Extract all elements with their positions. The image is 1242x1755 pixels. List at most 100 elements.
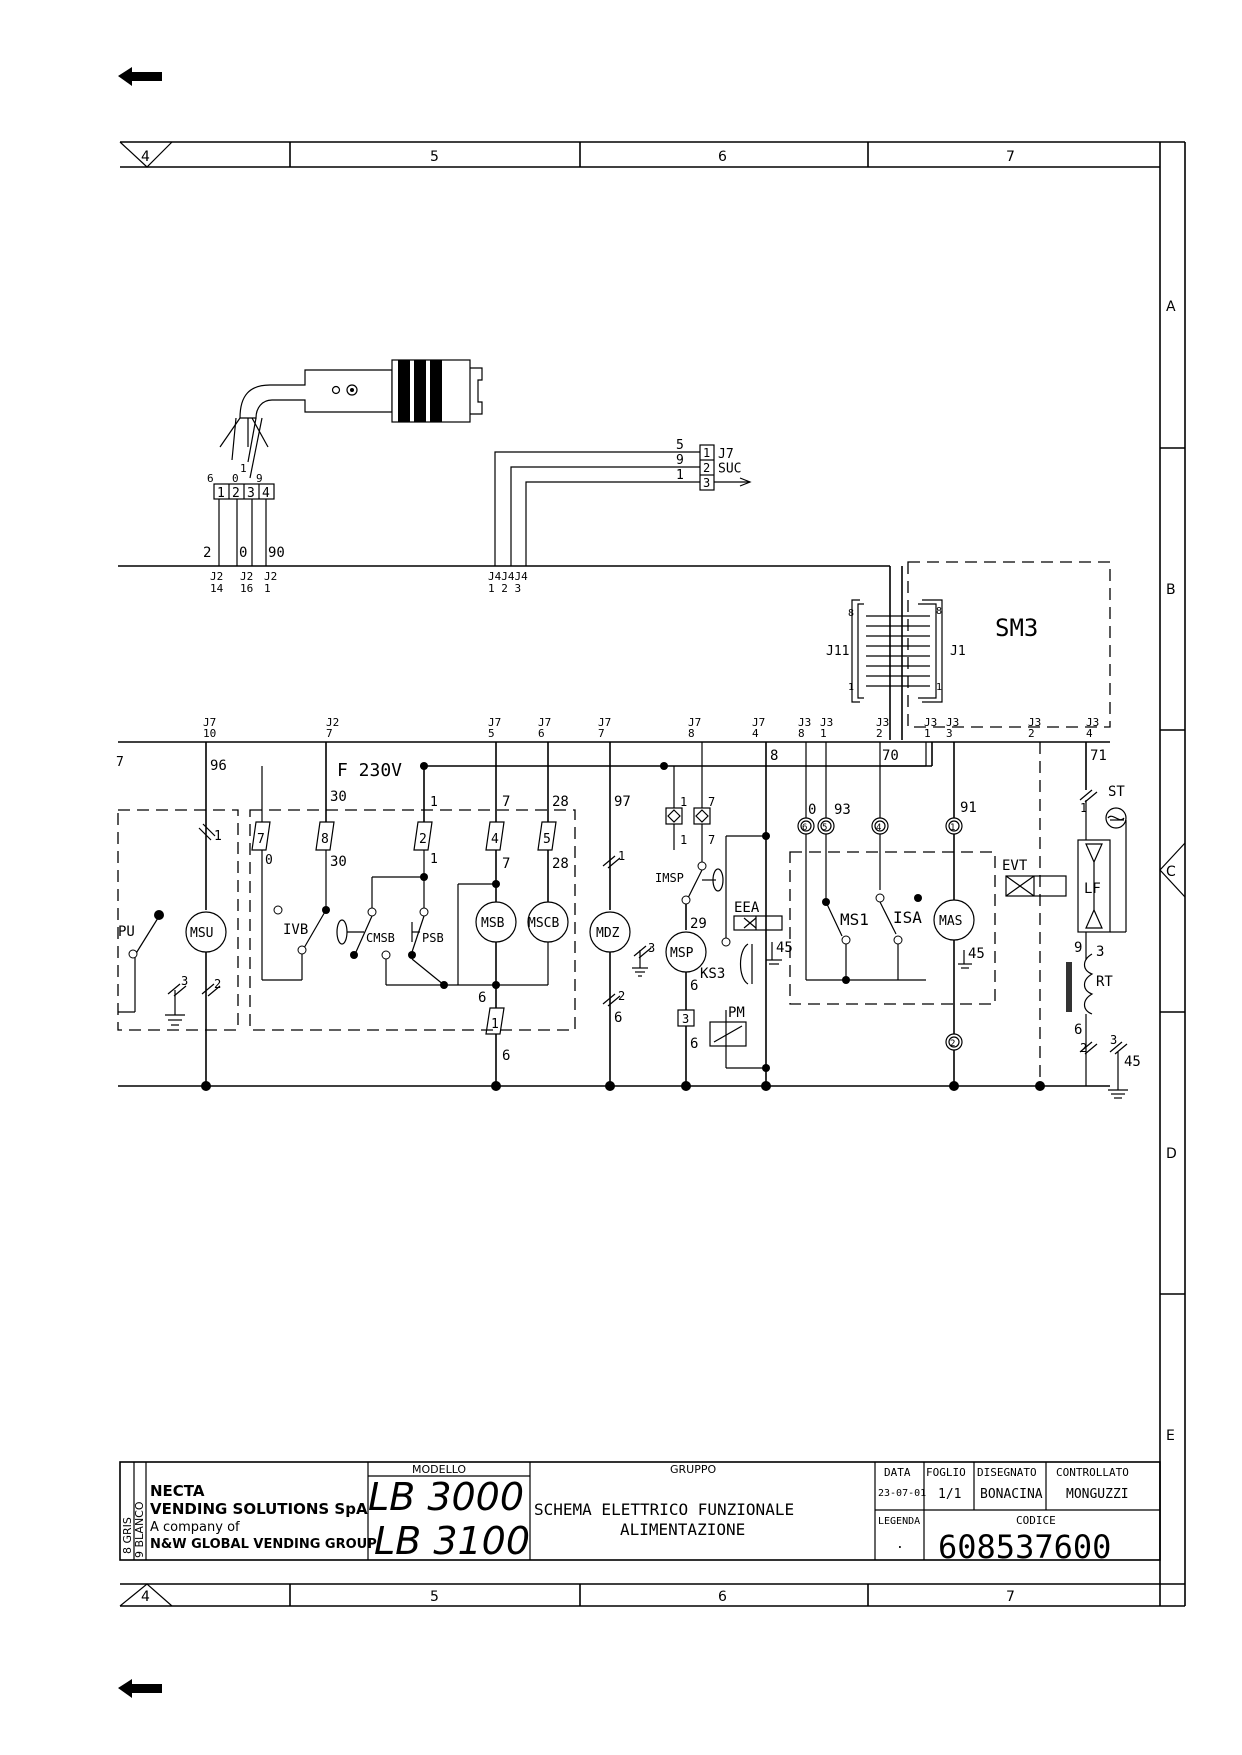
svg-text:3: 3 — [946, 727, 953, 740]
sensor-wires: 2 0 90 — [203, 499, 285, 566]
column-label-7: 7 — [1006, 1589, 1015, 1605]
column-label-6: 6 — [718, 149, 727, 165]
svg-text:3: 3 — [1096, 944, 1104, 960]
dashed-enclosures — [117, 742, 1041, 1086]
svg-text:1: 1 — [950, 823, 955, 833]
svg-text:J3: J3 — [820, 716, 833, 729]
conn-label: J2 — [210, 570, 223, 583]
row-label-a: A — [1166, 299, 1176, 315]
svg-text:4: 4 — [491, 832, 499, 847]
svg-text:1: 1 — [680, 795, 687, 809]
title-block: 8 GRIS 9 BLANCO NECTA VENDING SOLUTIONS … — [119, 1461, 1161, 1566]
connector-label-j1: J1 — [950, 644, 966, 659]
svg-text:1: 1 — [430, 795, 438, 810]
svg-text:45: 45 — [776, 940, 793, 956]
pu-label: PU — [118, 924, 135, 940]
gruppo-line-2: ALIMENTAZIONE — [620, 1520, 745, 1539]
svg-text:0: 0 — [808, 802, 816, 818]
board-wires — [866, 615, 930, 687]
svg-text:J3: J3 — [876, 716, 889, 729]
svg-text:5: 5 — [822, 823, 827, 833]
cmsb-label: CMSB — [366, 931, 395, 945]
svg-text:7: 7 — [326, 727, 333, 740]
cmsb-psb-switches: 2 1 1 CMSB PSB — [336, 766, 448, 989]
ms1-isa-switches: 6 0 5 93 MS1 4 ISA 70 — [797, 742, 927, 984]
svg-text:96: 96 — [210, 758, 227, 774]
imsp-label: IMSP — [655, 871, 684, 885]
data-label: DATA — [884, 1466, 911, 1479]
svg-text:1: 1 — [214, 829, 222, 844]
svg-text:9: 9 — [1074, 940, 1082, 956]
svg-text:45: 45 — [968, 946, 985, 962]
column-labels-bottom: 4 5 6 7 — [141, 1589, 1015, 1605]
controllato-label: CONTROLLATO — [1056, 1466, 1129, 1479]
back-arrow-bottom[interactable] — [118, 1679, 162, 1698]
pm-label: PM — [728, 1005, 745, 1021]
svg-text:2: 2 — [419, 832, 427, 847]
pu-switch: PU — [118, 910, 164, 1013]
svg-text:0: 0 — [265, 853, 273, 868]
legenda-value: . — [896, 1537, 904, 1552]
model-1: LB 3000 — [368, 1475, 524, 1519]
isa-label: ISA — [893, 908, 922, 927]
ivb-switch: 8 IVB 30 30 7 0 7 — [116, 742, 347, 981]
svg-text:29: 29 — [690, 916, 707, 932]
conn-label: 16 — [240, 582, 253, 595]
svg-text:J3: J3 — [924, 716, 937, 729]
svg-text:8: 8 — [798, 727, 805, 740]
svg-text:28: 28 — [552, 856, 569, 872]
svg-text:6: 6 — [502, 1048, 510, 1064]
wire-label: 90 — [268, 545, 285, 561]
gruppo-label: GRUPPO — [670, 1463, 716, 1476]
supply-label: F 230V — [337, 760, 668, 781]
upper-bus: J2 14 J2 16 J2 1 J4J4J4 1 2 3 — [118, 565, 903, 740]
row-labels: A B C D E — [1166, 299, 1177, 1444]
msu-label: MSU — [190, 926, 213, 941]
wire-label: 1 — [676, 468, 684, 483]
pin-label: 2 — [703, 461, 710, 475]
msp-circuit: 1 1 7 7 IMSP 29 MSP 6 3 6 KS3 PM — [655, 742, 766, 1091]
column-label-6: 6 — [718, 1589, 727, 1605]
svg-text:8: 8 — [321, 832, 329, 847]
svg-text:5: 5 — [543, 832, 551, 847]
pin-label: 8 — [848, 608, 854, 619]
row-label-b: B — [1166, 582, 1176, 598]
svg-text:J2: J2 — [326, 716, 339, 729]
svg-text:7: 7 — [708, 795, 715, 809]
svg-text:4: 4 — [1086, 727, 1093, 740]
pin-label: 8 — [936, 606, 942, 617]
svg-text:6: 6 — [478, 990, 486, 1006]
svg-text:3: 3 — [1110, 1033, 1117, 1047]
evt-valve: EVT — [1002, 858, 1067, 1091]
svg-text:6: 6 — [690, 978, 698, 994]
svg-text:J7: J7 — [752, 716, 765, 729]
svg-text:4: 4 — [752, 727, 759, 740]
sensor-probe — [213, 359, 483, 500]
svg-text:J7: J7 — [538, 716, 551, 729]
wire-label: 2 — [203, 545, 211, 561]
row-label-d: D — [1166, 1146, 1177, 1162]
side-label-b: 9 BLANCO — [133, 1501, 146, 1558]
ks3-label: KS3 — [700, 966, 725, 982]
connector-label-j11: J11 — [826, 644, 849, 659]
row-label-c: C — [1166, 864, 1176, 880]
board-sm3: SM3 J11 J1 8 1 8 1 — [826, 561, 1111, 728]
evt-label: EVT — [1002, 858, 1028, 874]
wire-label: 0 — [232, 472, 239, 485]
svg-text:4: 4 — [876, 823, 881, 833]
msb-mscb-motors: 4 7 7 MSB 6 1 6 5 28 28 MSCB — [444, 742, 569, 1091]
svg-text:1: 1 — [491, 1017, 499, 1032]
lamp-circuit: 71 1 LF ST 9 3 RT 6 2 3 45 — [1066, 742, 1141, 1099]
column-labels-top: 4 5 6 7 — [141, 149, 1015, 165]
back-arrow-top[interactable] — [118, 67, 162, 86]
svg-text:10: 10 — [203, 727, 216, 740]
svg-text:1: 1 — [618, 849, 625, 863]
controllato-value: MONGUZZI — [1066, 1487, 1129, 1502]
svg-text:J3: J3 — [1028, 716, 1041, 729]
ms1-label: MS1 — [840, 910, 869, 929]
company-sub: A company of — [150, 1520, 240, 1535]
